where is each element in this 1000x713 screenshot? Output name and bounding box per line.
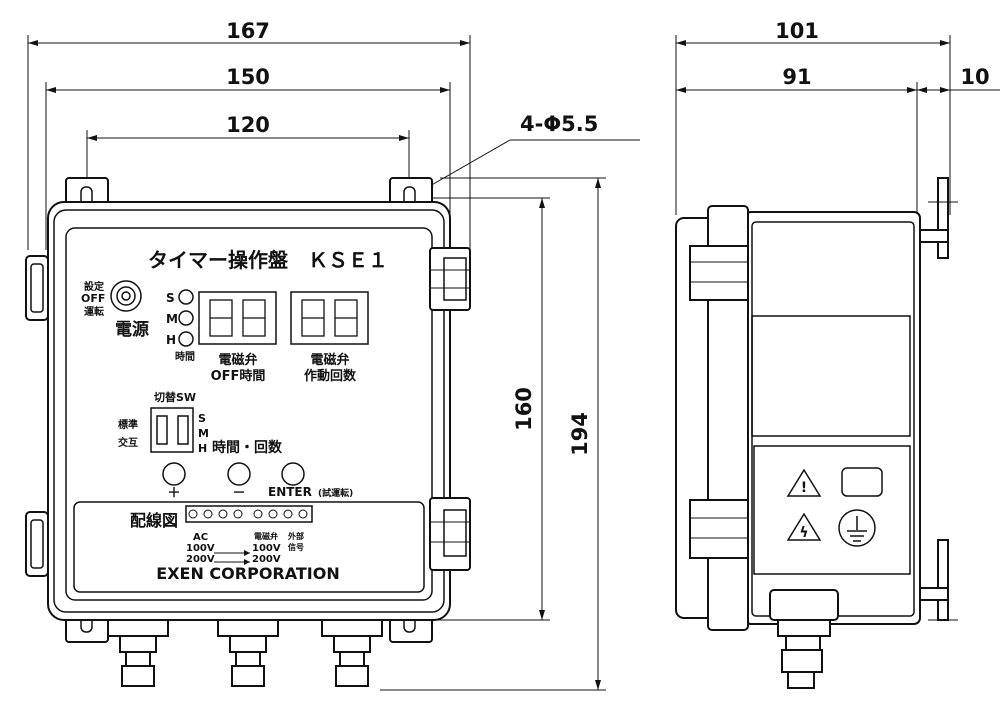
led-s (178, 289, 194, 305)
caution-mark: ! (801, 480, 807, 496)
display2-digits (301, 299, 358, 337)
dim-height-hole-pitch: 160 (512, 387, 536, 431)
power-off-label: OFF (81, 292, 105, 305)
wiring-ac: AC (193, 532, 208, 543)
plus-label: ＋ (167, 486, 180, 501)
power-key-switch (110, 280, 142, 312)
enter-button[interactable] (281, 462, 305, 486)
display-off-time (198, 291, 277, 345)
switch-s-label: S (198, 412, 206, 425)
mode-switch (150, 407, 194, 453)
hand-caution-icon (841, 467, 883, 497)
display1-digits (209, 299, 266, 337)
minus-label: － (232, 486, 245, 501)
terminal-block (185, 505, 313, 523)
plus-button[interactable] (162, 462, 186, 486)
switch-title: 切替SW (154, 390, 196, 404)
front-view (25, 177, 471, 687)
led-s-label: S (166, 291, 175, 305)
power-label: 電源 (115, 319, 149, 340)
led-time-label: 時間 (175, 350, 195, 363)
ground-icon (838, 509, 876, 547)
wiring-200-in: 200V (186, 554, 215, 565)
company-name: EXEN CORPORATION (156, 564, 339, 583)
display-operation-count (290, 291, 369, 345)
led-m-label: M (166, 312, 178, 326)
enter-label: ENTER (268, 485, 312, 499)
minus-button[interactable] (227, 462, 251, 486)
switch-alternate-label: 交互 (118, 436, 138, 449)
dim-side-depth: 101 (775, 19, 819, 43)
switch-standard-label: 標準 (118, 418, 138, 431)
wiring-label: 配線図 (130, 511, 178, 530)
cable-glands (107, 619, 383, 687)
switch-h-label: H (198, 442, 207, 455)
wiring-100-out: 100V (252, 543, 281, 554)
switch-m-label: M (198, 427, 209, 440)
name-plate (751, 315, 911, 437)
warning-plate (753, 445, 911, 575)
caution-icon (786, 468, 822, 497)
display1-label-line1: 電磁弁 (218, 352, 257, 368)
panel-title: タイマー操作盤 ＫＳＥ１ (148, 248, 388, 272)
enter-note: (試運転) (318, 487, 353, 499)
dim-hole-spec: 4-Φ5.5 (520, 112, 598, 136)
dim-overall-width: 167 (226, 19, 270, 43)
terminal-screws (188, 509, 308, 519)
wiring-100-in: 100V (186, 543, 215, 554)
display2-label-line1: 電磁弁 (310, 352, 349, 368)
led-m (178, 310, 194, 326)
dim-hole-pitch: 120 (226, 113, 270, 137)
wiring-ext-line2: 信号 (288, 542, 304, 552)
wiring-200-out: 200V (252, 554, 281, 565)
electric-shock-icon (786, 512, 822, 541)
display1-label-line2: OFF時間 (211, 368, 266, 384)
power-run-label: 運転 (84, 305, 104, 318)
dim-side-bracket: 10 (960, 65, 989, 89)
time-count-label: 時間・回数 (212, 439, 283, 456)
led-h (178, 331, 194, 347)
dim-mount-span: 150 (226, 65, 270, 89)
side-view: ! ϟ (675, 177, 958, 689)
side-dimension-lines (675, 35, 1000, 230)
power-setting-label: 設定 (84, 280, 104, 293)
dim-overall-height: 194 (568, 412, 592, 456)
wiring-ext-line1: 外部 (288, 531, 304, 541)
wiring-valve: 電磁弁 (254, 531, 278, 541)
shock-mark: ϟ (799, 525, 808, 541)
led-h-label: H (166, 333, 176, 347)
display2-label-line2: 作動回数 (304, 368, 357, 384)
dim-side-body: 91 (782, 65, 811, 89)
